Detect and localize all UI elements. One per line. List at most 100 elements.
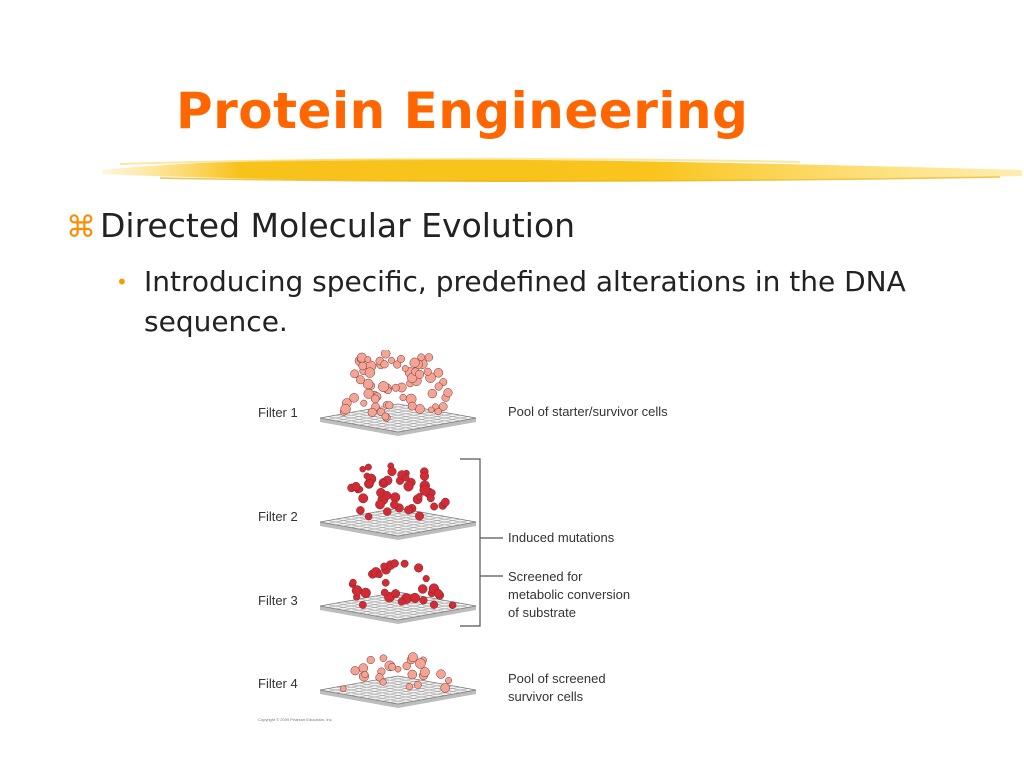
annotation-screened-line2: metabolic conversion: [508, 587, 630, 602]
annotation-starter-pool: Pool of starter/survivor cells: [508, 404, 668, 419]
filter-label-1: Filter 1: [258, 405, 298, 420]
cell-dot: [407, 401, 417, 411]
cell-dot: [391, 383, 400, 392]
cell-dot: [381, 412, 390, 421]
command-icon: ⌘: [66, 210, 96, 245]
cell-dot: [407, 652, 418, 663]
cell-dot: [350, 666, 360, 676]
cell-dot: [427, 388, 437, 399]
annotation-screened-pool-line1: Pool of screened: [508, 671, 606, 686]
cell-dot: [381, 578, 390, 587]
cell-dot: [403, 481, 414, 492]
cell-dot: [429, 600, 439, 609]
cell-dot: [366, 655, 375, 665]
filter-grid-line: [366, 516, 445, 531]
mutation-bracket: [460, 458, 481, 627]
filter-label-3: Filter 3: [258, 593, 298, 608]
cell-dot: [390, 500, 399, 509]
cell-dot: [382, 491, 392, 500]
cell-dot: [404, 505, 413, 515]
filter-plate-1: [319, 350, 477, 436]
cell-dot: [358, 600, 367, 609]
cell-dot: [355, 375, 365, 385]
filter-grid-line: [358, 514, 438, 530]
cell-dot: [350, 369, 359, 379]
cell-dot: [430, 502, 439, 511]
filter-grid-line: [374, 517, 453, 533]
cell-dot: [360, 399, 368, 407]
cell-dot: [419, 484, 431, 496]
cell-dot: [390, 559, 399, 568]
filter-label-4: Filter 4: [258, 676, 298, 691]
cell-dot: [434, 407, 442, 416]
cell-dot: [433, 368, 444, 378]
cell-dot: [402, 661, 411, 671]
cell-dot: [424, 353, 434, 362]
cell-dot: [362, 378, 374, 390]
cell-dot: [364, 367, 376, 378]
filter-plate-2: [319, 462, 477, 540]
cell-dot: [364, 512, 373, 521]
annotation-screened-line3: of substrate: [508, 605, 576, 620]
filter-grid-line: [366, 597, 445, 612]
filter-grid-line: [382, 414, 461, 430]
bullet-level1: ⌘ Directed Molecular Evolution: [66, 206, 575, 245]
cell-dot: [434, 382, 443, 391]
cell-dot: [367, 407, 377, 417]
directed-evolution-diagram: Filter 1 Filter 2 Filter 3 Filter 4 Pool…: [258, 350, 668, 722]
cell-dot: [402, 474, 410, 482]
cell-dot: [349, 578, 357, 586]
cell-dot: [417, 584, 428, 594]
bullet-dot-icon: •: [116, 270, 128, 294]
cell-dot: [359, 465, 366, 473]
cell-dot: [415, 658, 426, 669]
cell-dot: [399, 393, 407, 402]
cell-dot: [426, 494, 435, 503]
cell-dot: [379, 678, 387, 686]
cell-dot: [440, 683, 450, 693]
cell-dot: [415, 369, 425, 379]
cell-dot: [380, 562, 388, 570]
cell-dot: [388, 356, 395, 364]
cell-dot: [383, 507, 392, 516]
filter-grid-line: [366, 684, 445, 699]
cell-dot: [340, 403, 351, 415]
cell-dot: [415, 404, 425, 414]
filter-grid-line: [358, 410, 438, 426]
cell-dot: [391, 589, 401, 599]
cell-dot: [380, 479, 388, 487]
cell-dot: [351, 481, 361, 491]
cell-dot: [438, 402, 448, 411]
cell-dot: [397, 354, 405, 363]
cell-dot: [449, 601, 457, 609]
cell-dot: [405, 682, 413, 691]
cell-dot: [443, 388, 453, 398]
filter-grid-line: [390, 688, 469, 703]
bullet-level2-text: Introducing specific, predefined alterat…: [144, 265, 906, 338]
filter-grid-line: [374, 601, 453, 617]
cell-dot: [387, 466, 397, 477]
cell-dot: [361, 671, 369, 679]
cell-dot: [419, 667, 430, 678]
cell-dot: [409, 592, 420, 603]
cell-dot: [441, 497, 450, 507]
filter-grid-line: [358, 682, 438, 698]
cell-dot: [380, 350, 391, 359]
cell-dot: [419, 471, 430, 481]
cell-dot: [419, 596, 428, 605]
cell-dot: [400, 559, 409, 568]
cell-dot: [380, 588, 389, 597]
cell-dot: [413, 680, 422, 689]
filter-grid-line: [390, 520, 469, 535]
filter-grid-line: [366, 681, 445, 696]
cell-dot: [388, 663, 396, 671]
filter-grid-line: [390, 416, 469, 431]
cell-dot: [393, 360, 402, 369]
cell-dot: [415, 493, 423, 500]
filter-grid-line: [374, 685, 453, 701]
filter-grid-line: [382, 518, 461, 534]
cell-dot: [358, 493, 369, 504]
filter-grid-line: [390, 405, 469, 420]
filter-grid-line: [382, 602, 461, 618]
